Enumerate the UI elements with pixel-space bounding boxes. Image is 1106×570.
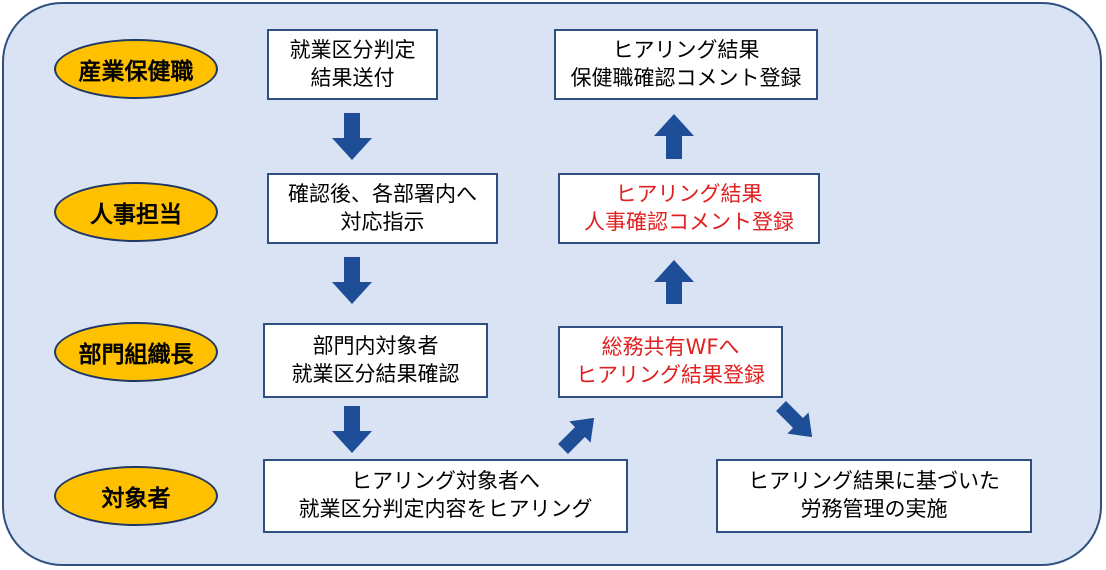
box-labor-management-line-2: 労務管理の実施	[800, 497, 948, 521]
box-register-wf-line-1: 総務共有WFへ	[601, 335, 740, 360]
arrow-down-3	[332, 406, 372, 453]
box-hr-comment-line-1: ヒアリング結果	[615, 181, 763, 206]
role-dept-head-label: 部門組織長	[78, 342, 194, 368]
role-dept-head: 部門組織長	[54, 322, 218, 382]
box-dept-confirm: 部門内対象者 就業区分結果確認	[263, 323, 488, 398]
role-occupational-health: 産業保健職	[54, 39, 218, 99]
role-target-label: 対象者	[101, 486, 171, 512]
arrow-down-2	[332, 257, 372, 304]
box-send-result: 就業区分判定 結果送付	[267, 29, 438, 100]
role-occupational-health-label: 産業保健職	[78, 59, 194, 85]
box-send-result-line-2: 結果送付	[310, 65, 395, 90]
box-health-comment-line-2: 保健職確認コメント登録	[570, 65, 802, 90]
box-labor-management: ヒアリング結果に基づいた 労務管理の実施	[716, 459, 1032, 533]
arrow-diagonal-up-right	[558, 417, 595, 454]
arrow-up-2	[654, 114, 694, 159]
box-health-comment-line-1: ヒアリング結果	[612, 37, 760, 62]
box-dept-confirm-line-2: 就業区分結果確認	[291, 361, 460, 386]
box-hearing-line-2: 就業区分判定内容をヒアリング	[298, 497, 593, 521]
box-labor-management-line-1: ヒアリング結果に基づいた	[748, 469, 1000, 494]
box-register-wf-line-2: ヒアリング結果登録	[576, 363, 765, 387]
box-hr-comment-line-2: 人事確認コメント登録	[584, 209, 794, 234]
box-hr-comment: ヒアリング結果 人事確認コメント登録	[558, 173, 820, 244]
box-health-comment: ヒアリング結果 保健職確認コメント登録	[554, 29, 818, 100]
box-send-result-line-1: 就業区分判定	[289, 37, 416, 62]
box-hearing: ヒアリング対象者へ 就業区分判定内容をヒアリング	[263, 459, 628, 533]
role-hr-label: 人事担当	[90, 202, 182, 228]
arrow-up-1	[654, 260, 694, 304]
role-target: 対象者	[54, 466, 218, 526]
role-hr: 人事担当	[54, 182, 218, 242]
box-instruct-depts-line-2: 対応指示	[340, 209, 425, 234]
box-instruct-depts: 確認後、各部署内へ 対応指示	[267, 173, 498, 244]
arrow-down-1	[332, 113, 372, 160]
box-register-wf: 総務共有WFへ ヒアリング結果登録	[558, 326, 783, 398]
box-hearing-line-1: ヒアリング対象者へ	[351, 469, 540, 494]
arrow-diagonal-down-right	[776, 401, 813, 438]
box-dept-confirm-line-1: 部門内対象者	[312, 333, 439, 358]
box-instruct-depts-line-1: 確認後、各部署内へ	[288, 181, 477, 206]
